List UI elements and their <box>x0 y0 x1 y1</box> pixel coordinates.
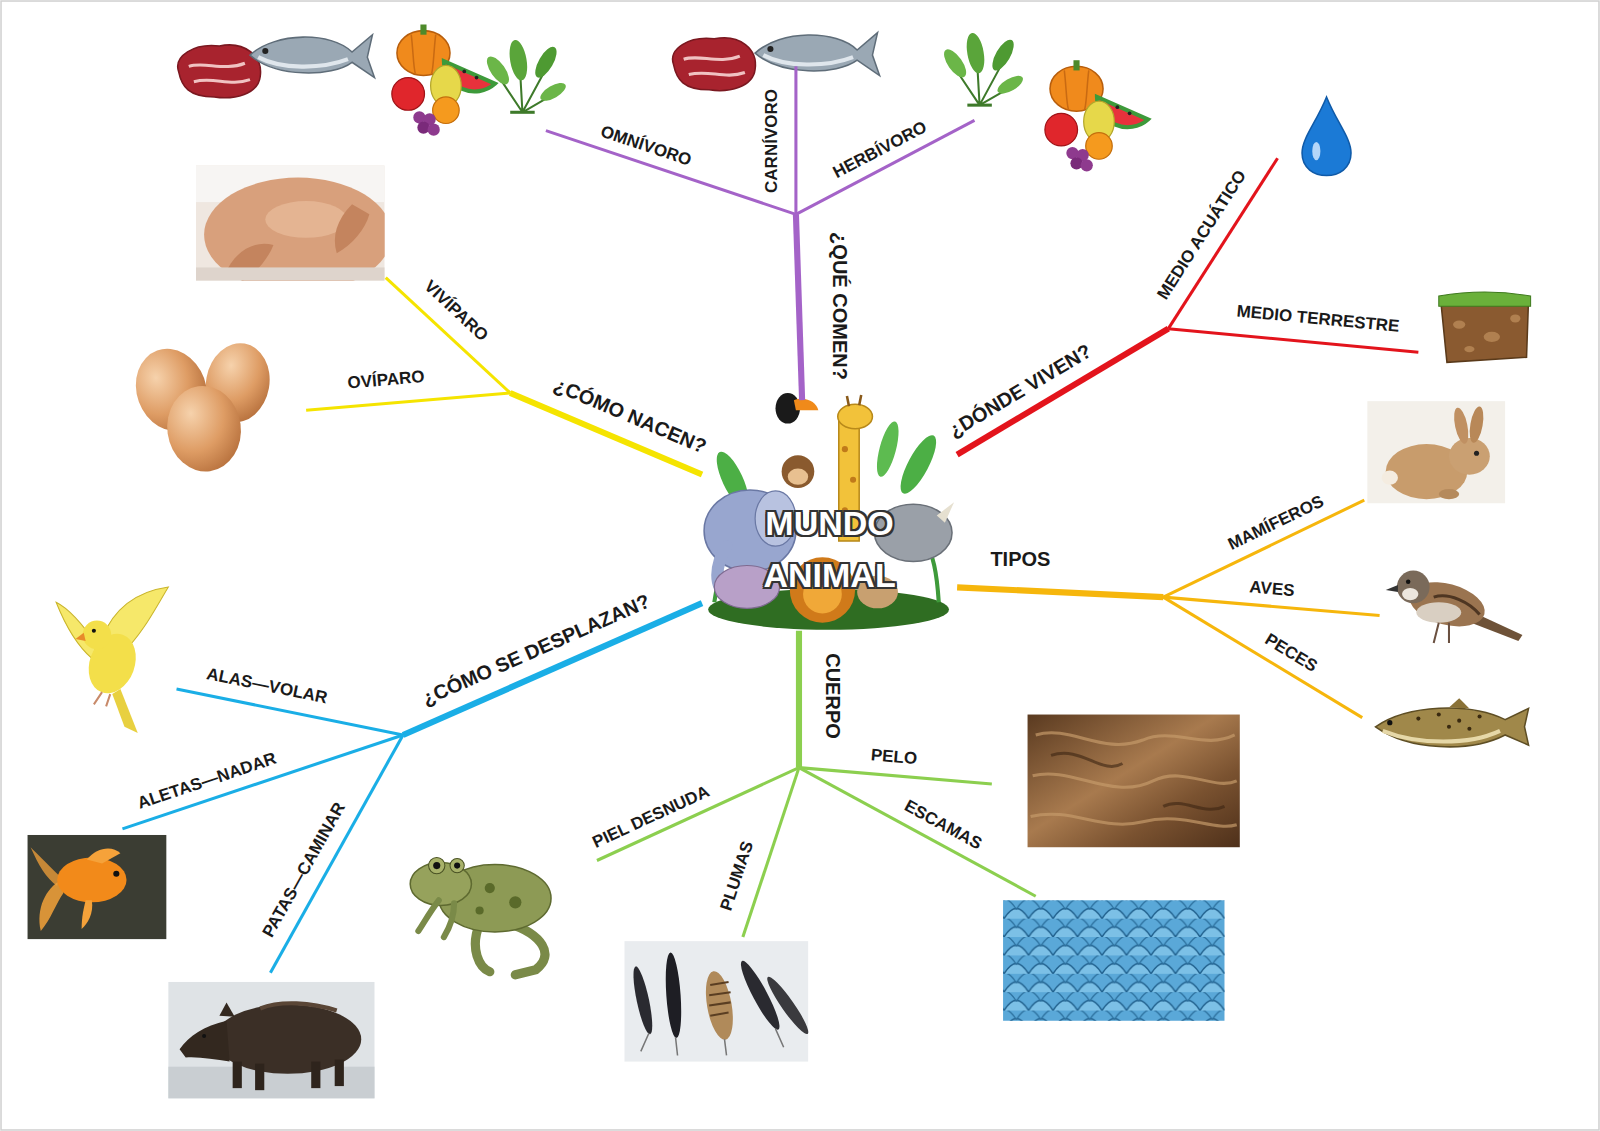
sub-branch <box>122 735 403 829</box>
leaf-label: CARNÍVORO <box>763 89 783 193</box>
main-branch <box>957 587 1163 597</box>
leaf-label: PECES <box>1261 630 1320 677</box>
sub-branch <box>794 66 797 214</box>
leaf-label: OMNÍVORO <box>598 122 694 171</box>
sub-branch <box>799 768 992 784</box>
branch-text: ¿DÓNDE VIVEN? <box>945 340 1096 443</box>
sub-branch <box>597 768 799 861</box>
leaf-label: ALETAS—NADAR <box>135 749 279 814</box>
sub-branch <box>796 120 975 214</box>
branch-text: PLUMAS <box>716 839 757 913</box>
leaf-label: PIEL DESNUDA <box>590 781 713 852</box>
leaf-label: MEDIO TERRESTRE <box>1236 302 1401 337</box>
central-topic: MUNDO ANIMAL <box>702 400 957 631</box>
leaf-label: ESCAMAS <box>901 796 985 854</box>
leaf-label: OVÍPARO <box>346 367 425 393</box>
trout-picture <box>1376 698 1529 747</box>
leaf-label: PELO <box>870 746 918 769</box>
branch-text: CARNÍVORO <box>763 89 783 193</box>
boar-photo <box>168 982 374 1098</box>
main-branch <box>957 329 1168 455</box>
branch-text: MAMÍFEROS <box>1224 491 1326 554</box>
leaf-label: PLUMAS <box>716 839 757 913</box>
sub-branch <box>270 735 403 973</box>
water-drop <box>1302 97 1351 176</box>
branch-text: ESCAMAS <box>901 796 985 854</box>
sub-branch <box>306 393 510 410</box>
branch-label: TIPOS <box>990 548 1050 571</box>
sub-branch <box>1163 597 1379 615</box>
sparrow-picture <box>1386 571 1523 643</box>
topic-title: MUNDO ANIMAL <box>745 497 915 601</box>
leaf-label: ALAS—VOLAR <box>205 664 329 708</box>
frog-picture <box>410 857 551 974</box>
branch-label: ¿CÓMO NACEN? <box>550 374 709 459</box>
branch-text: OVÍPARO <box>346 367 425 393</box>
branch-text: TIPOS <box>990 548 1050 571</box>
branch-label: ¿QUÉ COMEN? <box>827 232 850 380</box>
feathers-photo <box>624 941 812 1061</box>
leaf-label: PATAS—CAMINAR <box>259 799 350 940</box>
branch-text: ALETAS—NADAR <box>135 749 279 814</box>
branch-text: AVES <box>1249 577 1296 600</box>
leaf-label: MAMÍFEROS <box>1224 491 1326 554</box>
eggs-picture <box>125 338 276 476</box>
main-branch <box>403 603 702 735</box>
sub-branch <box>1163 597 1362 717</box>
scales-photo <box>1003 900 1224 1020</box>
branch-text: MEDIO TERRESTRE <box>1236 302 1401 337</box>
soil-picture <box>1439 292 1531 362</box>
leaf-label: MEDIO ACUÁTICO <box>1154 167 1251 304</box>
leaf-label: HERBÍVORO <box>829 117 929 182</box>
branch-text: ¿CÓMO SE DESPLAZAN? <box>418 590 653 711</box>
branch-text: HERBÍVORO <box>829 117 929 182</box>
sub-branch <box>799 768 1036 897</box>
fur-photo <box>1028 715 1240 848</box>
branch-text: PATAS—CAMINAR <box>259 799 350 940</box>
branch-text: ¿QUÉ COMEN? <box>827 232 850 380</box>
main-branch <box>796 631 802 768</box>
rabbit-photo <box>1367 401 1505 503</box>
branch-text: ALAS—VOLAR <box>205 664 329 708</box>
branch-text: PECES <box>1261 630 1320 677</box>
branch-label: CUERPO <box>820 653 843 739</box>
plant-picture <box>483 32 1026 113</box>
branch-label: ¿DÓNDE VIVEN? <box>945 340 1096 443</box>
canary-picture <box>56 587 168 733</box>
leaf-label: AVES <box>1249 577 1296 600</box>
fish-picture <box>250 33 880 78</box>
leaf-label: VIVÍPARO <box>420 277 492 346</box>
goldfish-photo <box>28 835 167 939</box>
branch-text: CUERPO <box>820 653 843 739</box>
branch-text: MEDIO ACUÁTICO <box>1154 167 1251 304</box>
branch-label: ¿CÓMO SE DESPLAZAN? <box>418 590 653 711</box>
branch-text: VIVÍPARO <box>420 277 492 346</box>
branch-text: PIEL DESNUDA <box>590 781 713 852</box>
main-branch <box>796 214 802 400</box>
belly-photo <box>196 165 385 280</box>
branch-text: ¿CÓMO NACEN? <box>550 374 709 459</box>
branch-text: OMNÍVORO <box>598 122 694 171</box>
branch-text: PELO <box>870 746 918 769</box>
animal-group-illustration <box>704 393 954 630</box>
